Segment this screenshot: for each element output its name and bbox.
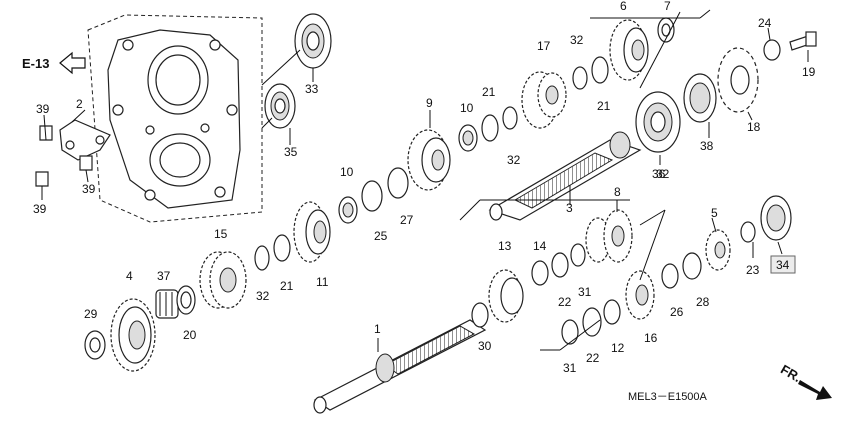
- bracket-assembly: [35, 119, 111, 187]
- diagram-code: MEL3－E1500A: [628, 391, 708, 403]
- bearing-33: [294, 13, 332, 69]
- part-label: 27: [400, 213, 414, 227]
- part-label: 21: [597, 99, 611, 113]
- part-label: 22: [558, 295, 572, 309]
- part-label: 10: [460, 101, 474, 115]
- part-label: 13: [498, 239, 512, 253]
- part-label: 32: [256, 289, 270, 303]
- part-label: 21: [280, 279, 294, 293]
- assembly-guides: [540, 9, 711, 351]
- part-label: 33: [305, 82, 319, 96]
- countershaft-3: [459, 131, 642, 221]
- part-label: 2: [76, 97, 83, 111]
- part-label: 4: [126, 269, 133, 283]
- front-arrow-icon: [798, 380, 832, 400]
- part-label: 32: [656, 167, 670, 181]
- part-label: 12: [611, 341, 625, 355]
- part-label: 18: [747, 120, 761, 134]
- part-label: 29: [84, 307, 98, 321]
- part-label: 37: [157, 269, 171, 283]
- part-label: 34: [776, 258, 790, 272]
- section-reference: E-13: [22, 51, 86, 75]
- case-cover: [87, 14, 263, 223]
- part-label: 10: [340, 165, 354, 179]
- part-label: 32: [570, 33, 584, 47]
- part-label: 25: [374, 229, 388, 243]
- part-label: 36: [652, 167, 666, 181]
- part-34-highlight: 34: [770, 255, 796, 274]
- part-label: 35: [284, 145, 298, 159]
- part-label: 32: [507, 153, 521, 167]
- part-label: 19: [802, 65, 816, 79]
- part-label: 31: [563, 361, 577, 375]
- part-label: 31: [578, 285, 592, 299]
- part-label: 22: [586, 351, 600, 365]
- part-label: 39: [36, 102, 50, 116]
- part-label: 39: [82, 182, 96, 196]
- bearing-35: [264, 83, 296, 129]
- part-label: 5: [711, 206, 718, 220]
- part-label: 20: [183, 328, 197, 342]
- part-label: 7: [664, 0, 671, 13]
- part-label: 15: [214, 227, 228, 241]
- part-label: 28: [696, 295, 710, 309]
- part-label: 24: [758, 16, 772, 30]
- part-label: 16: [644, 331, 658, 345]
- part-label: 14: [533, 239, 547, 253]
- part-label: 39: [33, 202, 47, 216]
- part-label: 6: [620, 0, 627, 13]
- part-label: 11: [316, 275, 329, 289]
- leader-lines: [41, 27, 809, 352]
- part-label: 38: [700, 139, 714, 153]
- part-label: 21: [482, 85, 496, 99]
- left-arrow-icon: [59, 51, 86, 75]
- part-label: 30: [478, 339, 492, 353]
- mainshaft-1: [313, 319, 487, 414]
- part-label: 23: [746, 263, 760, 277]
- part-label: 9: [426, 96, 433, 110]
- section-ref-label: E-13: [22, 56, 49, 71]
- gear-set: [84, 17, 817, 372]
- part-label: 26: [670, 305, 684, 319]
- part-label: 8: [614, 185, 621, 199]
- front-indicator: FR.: [778, 362, 832, 400]
- part-label: 3: [566, 201, 573, 215]
- part-label: 17: [537, 39, 551, 53]
- part-label: 1: [374, 322, 381, 336]
- part-labels: 1 2 3 4 5 6 7 8 9 10 10 11 12 13 14 15 1…: [33, 0, 816, 375]
